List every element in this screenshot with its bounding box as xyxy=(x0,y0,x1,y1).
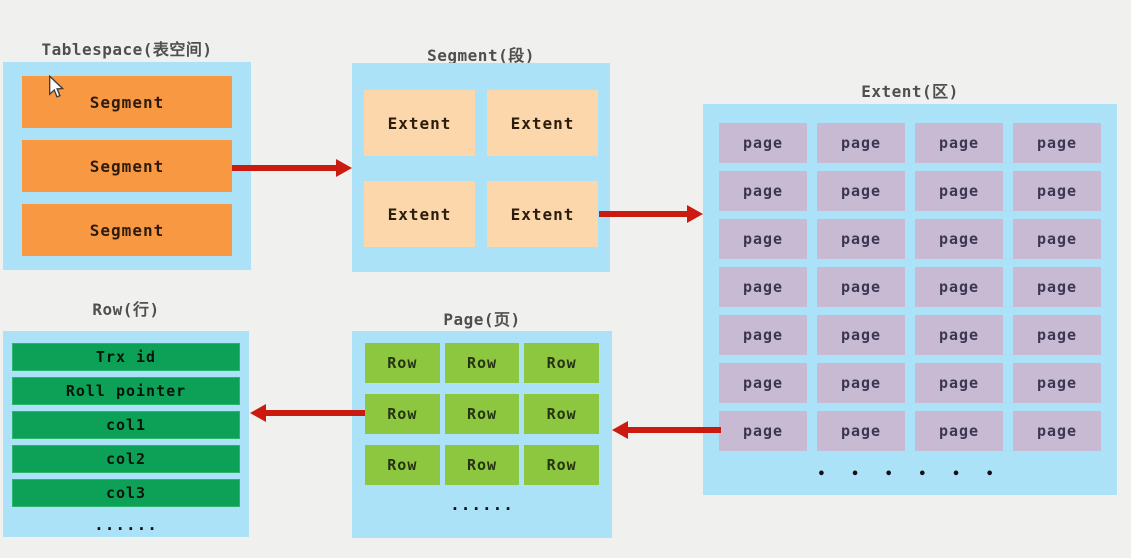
page-cell: page xyxy=(915,219,1003,259)
tablespace-title: Tablespace(表空间) xyxy=(41,40,213,59)
extent-title: Extent(区) xyxy=(861,82,959,101)
page-cell: page xyxy=(817,123,905,163)
arrow-head-icon xyxy=(687,205,703,223)
page-cell: page xyxy=(719,123,807,163)
page-ellipsis: ...... xyxy=(450,495,514,514)
extent-ellipsis: • • • • • • xyxy=(817,467,1003,482)
page-cell: page xyxy=(817,411,905,451)
page-cell: page xyxy=(817,171,905,211)
page-cell: page xyxy=(915,267,1003,307)
page-cell: page xyxy=(817,219,905,259)
page-cell: page xyxy=(1013,315,1101,355)
arrow-head-icon xyxy=(336,159,352,177)
segment-bar: Segment xyxy=(22,140,232,192)
row-field-bar: col2 xyxy=(12,445,240,473)
row-field-bar: Roll pointer xyxy=(12,377,240,405)
page-cell: page xyxy=(719,219,807,259)
segment-title: Segment(段) xyxy=(427,46,535,65)
page-cell: page xyxy=(1013,363,1101,403)
row-cell: Row xyxy=(524,445,599,485)
row-cell: Row xyxy=(365,394,440,434)
row-ellipsis: ...... xyxy=(94,515,158,534)
arrow-tablespace-to-segment xyxy=(232,159,352,177)
row-cell: Row xyxy=(444,445,520,485)
page-cell: page xyxy=(817,267,905,307)
row-field-bar: col1 xyxy=(12,411,240,439)
arrow-extent-to-page xyxy=(612,421,721,439)
page-cell: page xyxy=(1013,267,1101,307)
row-cell: Row xyxy=(524,394,599,434)
arrow-head-icon xyxy=(250,404,266,422)
extent-cell: Extent xyxy=(364,90,475,156)
arrow-head-icon xyxy=(612,421,628,439)
arrow-shaft xyxy=(232,165,339,171)
page-cell: page xyxy=(915,363,1003,403)
page-cell: page xyxy=(915,123,1003,163)
page-cell: page xyxy=(1013,219,1101,259)
row-field-bar: col3 xyxy=(12,479,240,507)
mouse-cursor-icon xyxy=(48,75,64,98)
page-cell: page xyxy=(1013,411,1101,451)
page-cell: page xyxy=(719,315,807,355)
arrow-shaft xyxy=(263,410,365,416)
arrow-page-to-row xyxy=(250,404,365,422)
page-cell: page xyxy=(817,315,905,355)
page-cell: page xyxy=(1013,123,1101,163)
row-title: Row(行) xyxy=(92,300,160,319)
row-box: Trx id Roll pointer col1 col2 col3 ...... xyxy=(3,331,249,537)
arrow-shaft xyxy=(625,427,721,433)
row-cell: Row xyxy=(365,445,440,485)
page-title: Page(页) xyxy=(443,310,521,329)
arrow-shaft xyxy=(599,211,690,217)
page-cell: page xyxy=(1013,171,1101,211)
row-cell: Row xyxy=(524,343,599,383)
page-cell: page xyxy=(719,363,807,403)
extent-cell: Extent xyxy=(487,181,598,247)
page-cell: page xyxy=(915,315,1003,355)
row-cell: Row xyxy=(444,343,520,383)
page-cell: page xyxy=(719,411,807,451)
segment-bar: Segment xyxy=(22,204,232,256)
row-cell: Row xyxy=(365,343,440,383)
row-cell: Row xyxy=(444,394,520,434)
extent-cell: Extent xyxy=(487,90,598,156)
row-field-list: Trx id Roll pointer col1 col2 col3 xyxy=(12,343,240,507)
page-cell: page xyxy=(915,411,1003,451)
page-cell: page xyxy=(915,171,1003,211)
page-cell: page xyxy=(719,171,807,211)
extent-cell: Extent xyxy=(364,181,475,247)
page-cell: page xyxy=(719,267,807,307)
page-cell: page xyxy=(817,363,905,403)
arrow-segment-to-extent xyxy=(599,205,703,223)
row-field-bar: Trx id xyxy=(12,343,240,371)
